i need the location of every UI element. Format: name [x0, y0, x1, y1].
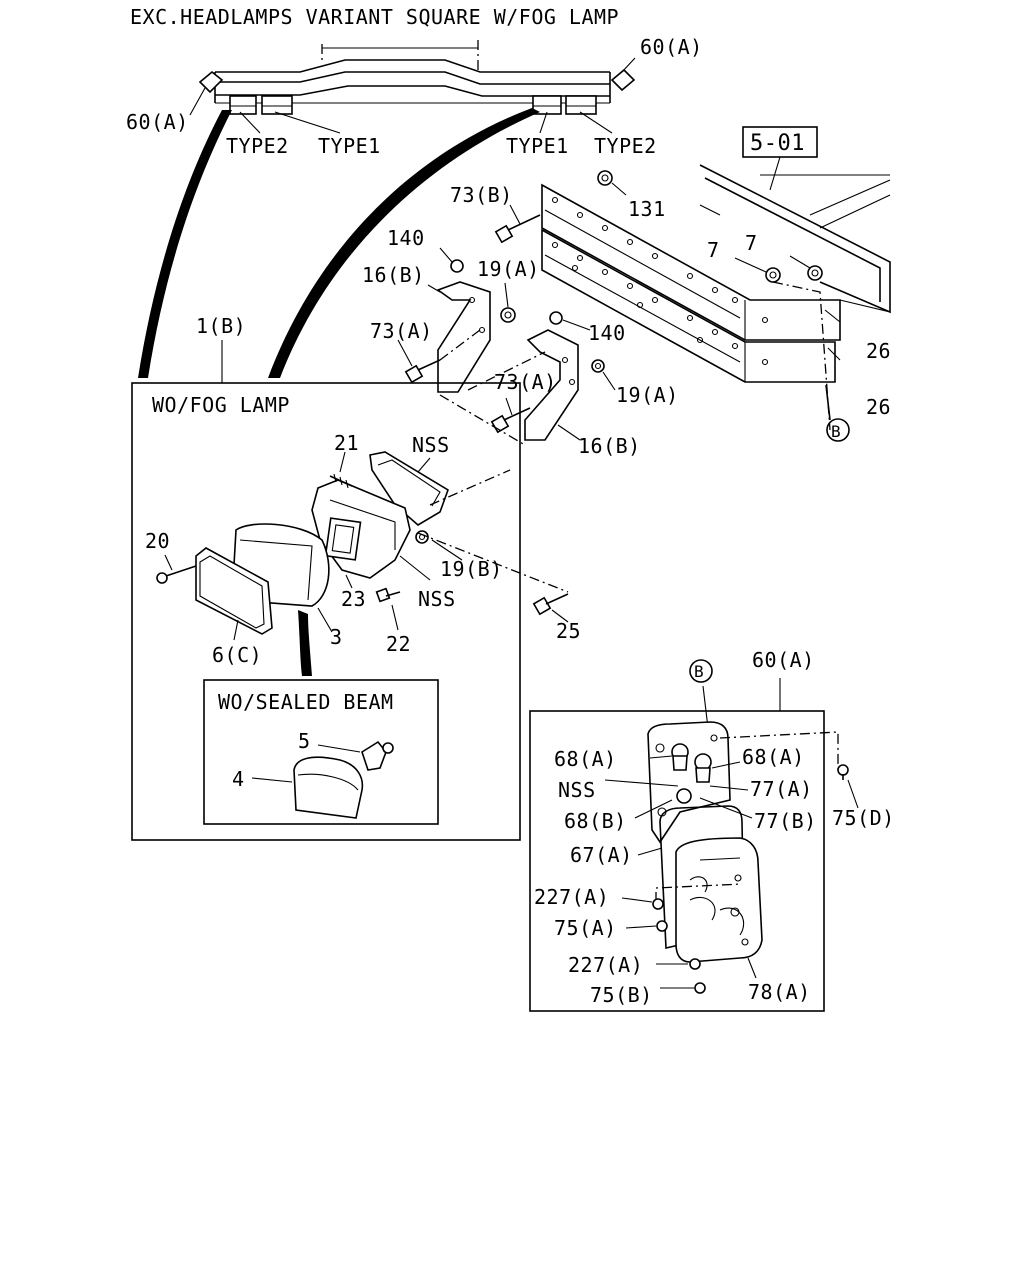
label-19a-top: 19(A): [477, 257, 540, 281]
label-type1-right: TYPE1: [506, 134, 569, 158]
label-60a-top-left: 60(A): [126, 110, 189, 134]
box-wo-sealed-beam: [203, 679, 439, 825]
bulb-68b: [676, 788, 692, 804]
label-5: 5: [298, 729, 311, 753]
label-20: 20: [145, 529, 170, 553]
lamp-unit-4: [293, 756, 364, 819]
label-73a-mid: 73(A): [494, 370, 557, 394]
leader-sweep-left: [138, 110, 232, 378]
label-131: 131: [628, 197, 666, 221]
label-25: 25: [556, 619, 581, 643]
label-68a-left: 68(A): [554, 747, 617, 771]
label-1b: 1(B): [196, 314, 246, 338]
circle-marker-b-top: [826, 418, 850, 442]
label-67a: 67(A): [570, 843, 633, 867]
bolt-73a-left: [404, 359, 441, 384]
screw-23: [345, 574, 353, 589]
nut-131: [597, 170, 613, 186]
label-68b: 68(B): [564, 809, 627, 833]
screw-75b: [694, 982, 706, 994]
label-circle-b-top: B: [831, 422, 841, 441]
label-26-b: 26: [866, 395, 891, 419]
label-19a-mid: 19(A): [616, 383, 679, 407]
screw-21: [329, 473, 353, 489]
label-227a-1: 227(A): [534, 885, 609, 909]
label-19b: 19(B): [440, 557, 503, 581]
label-6c: 6(C): [212, 643, 262, 667]
diagram-title: EXC.HEADLAMPS VARIANT SQUARE W/FOG LAMP: [130, 5, 619, 29]
label-3: 3: [330, 625, 343, 649]
bulb-68a-right: [694, 753, 712, 783]
label-16b-top: 16(B): [362, 263, 425, 287]
label-77b: 77(B): [754, 809, 817, 833]
washer-140-mid: [549, 311, 563, 325]
bumper-assembly: [198, 40, 636, 115]
screw-75a: [656, 920, 668, 932]
label-16b-bottom: 16(B): [578, 434, 641, 458]
circle-marker-b-bottom: [689, 659, 713, 683]
label-227a-2: 227(A): [568, 953, 643, 977]
bracket-16b-bottom: [524, 329, 579, 441]
bolt-25: [532, 593, 569, 616]
label-75a: 75(A): [554, 916, 617, 940]
gasket-67a: [659, 805, 745, 949]
screw-75d: [837, 764, 849, 780]
washer-140-top: [450, 259, 464, 273]
bracket-16b-top: [436, 281, 491, 393]
label-73a-left: 73(A): [370, 319, 433, 343]
label-21: 21: [334, 431, 359, 455]
label-60a-bottom: 60(A): [752, 648, 815, 672]
washer-227a-2: [689, 958, 701, 970]
nut-7-a: [765, 267, 781, 283]
label-23: 23: [341, 587, 366, 611]
label-7-b: 7: [745, 231, 758, 255]
box-rear-lamp: [529, 710, 825, 1012]
label-type2-right: TYPE2: [594, 134, 657, 158]
label-22: 22: [386, 632, 411, 656]
label-type2-left: TYPE2: [226, 134, 289, 158]
screw-22: [375, 587, 401, 603]
label-4: 4: [232, 767, 245, 791]
headlamp-housing: [311, 451, 449, 579]
callout-labels: 60(A) 60(A) TYPE2 TYPE1 TYPE1 TYPE2 5-01…: [126, 35, 895, 1007]
label-nss-top: NSS: [412, 433, 450, 457]
bolt-73b: [494, 214, 541, 244]
label-75b: 75(B): [590, 983, 653, 1007]
label-60a-top-right: 60(A): [640, 35, 703, 59]
washer-227a-1: [652, 898, 664, 910]
bumper-brackets: [541, 183, 841, 383]
frame-rail: [699, 126, 891, 314]
label-26-a: 26: [866, 339, 891, 363]
bulb-68a-left: [671, 743, 689, 771]
washer-19a-top: [500, 307, 516, 323]
leader-sweep-box2: [298, 610, 312, 676]
lamp-rim-6c: [195, 547, 273, 635]
label-140-top: 140: [387, 226, 425, 250]
label-73b: 73(B): [450, 183, 513, 207]
label-nss-bottom: NSS: [558, 778, 596, 802]
label-75d: 75(D): [832, 806, 895, 830]
label-nss-mid: NSS: [418, 587, 456, 611]
label-77a: 77(A): [750, 777, 813, 801]
washer-19a-mid: [591, 359, 605, 373]
lamp-base-plate: [647, 721, 731, 844]
label-ref-5-01: 5-01: [750, 131, 805, 156]
label-type1-left: TYPE1: [318, 134, 381, 158]
nut-7-b: [807, 265, 823, 281]
label-140-mid: 140: [588, 321, 626, 345]
label-68a-right: 68(A): [742, 745, 805, 769]
label-7-a: 7: [707, 238, 720, 262]
label-circle-b-bottom: B: [694, 662, 704, 681]
box-wo-fog-lamp-label: WO/FOG LAMP: [152, 393, 290, 417]
box-wo-fog-lamp: [131, 382, 521, 841]
label-78a: 78(A): [748, 980, 811, 1004]
screw-20: [156, 565, 197, 584]
bulb-5: [361, 740, 394, 771]
lens-78a: [675, 837, 763, 963]
box-wo-sealed-beam-label: WO/SEALED BEAM: [218, 690, 394, 714]
